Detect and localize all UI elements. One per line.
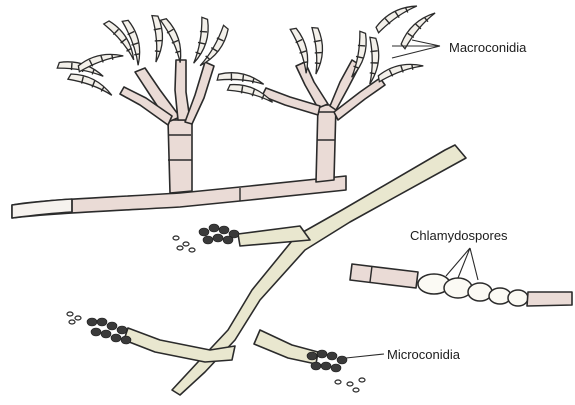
microconidia-cluster-3 <box>307 350 365 392</box>
macroconidia-leader <box>392 40 440 58</box>
microconidia-leader <box>346 354 384 358</box>
macroconidia-cluster-right <box>217 2 440 110</box>
label-microconidia: Microconidia <box>387 347 461 362</box>
microconidia-cluster-1 <box>173 224 239 252</box>
right-conidiophore <box>262 60 385 182</box>
chlamydospores-leader <box>446 248 478 280</box>
left-conidiophore <box>120 60 214 193</box>
label-macroconidia: Macroconidia <box>449 40 527 55</box>
label-chlamydospores: Chlamydospores <box>410 228 508 243</box>
microconidia-cluster-2 <box>67 312 131 344</box>
